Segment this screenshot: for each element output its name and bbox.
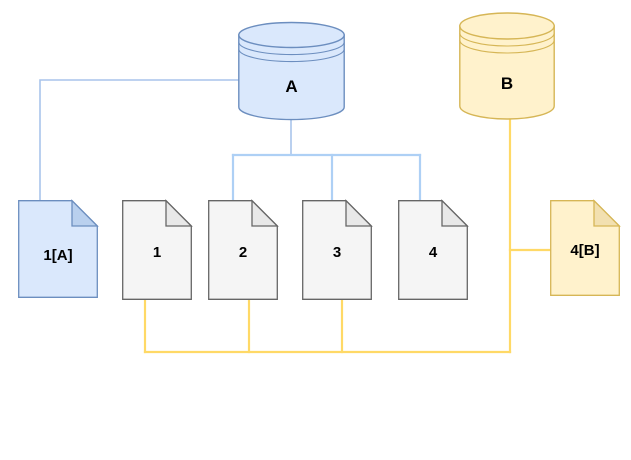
edge-a-to-1a (39, 79, 239, 201)
node-document-2[interactable]: 2 (208, 199, 279, 300)
node-document-3[interactable]: 3 (302, 199, 373, 300)
cylinder-top (238, 21, 345, 49)
node-database-b[interactable]: B (459, 12, 555, 120)
cylinder-body (238, 34, 345, 121)
cylinder-ring-2 (238, 48, 345, 63)
cylinder-ring-2 (459, 39, 555, 54)
cylinder-body (459, 25, 555, 120)
node-document-1[interactable]: 1 (122, 199, 193, 300)
cylinder-ring-1 (459, 32, 555, 47)
node-document-4b[interactable]: 4[B] (550, 199, 621, 296)
document-fold-corner (251, 199, 279, 227)
node-database-a[interactable]: A (238, 21, 345, 121)
node-document-4[interactable]: 4 (398, 199, 469, 300)
document-fold-corner (71, 199, 99, 227)
document-fold-corner (441, 199, 469, 227)
edge-group-blue-bus (231, 153, 422, 202)
cylinder-ring-1 (238, 41, 345, 56)
node-document-1a[interactable]: 1[A] (18, 199, 99, 298)
cylinder-top (459, 12, 555, 40)
document-fold-corner (165, 199, 193, 227)
document-fold-corner (593, 199, 621, 227)
document-fold-corner (345, 199, 373, 227)
